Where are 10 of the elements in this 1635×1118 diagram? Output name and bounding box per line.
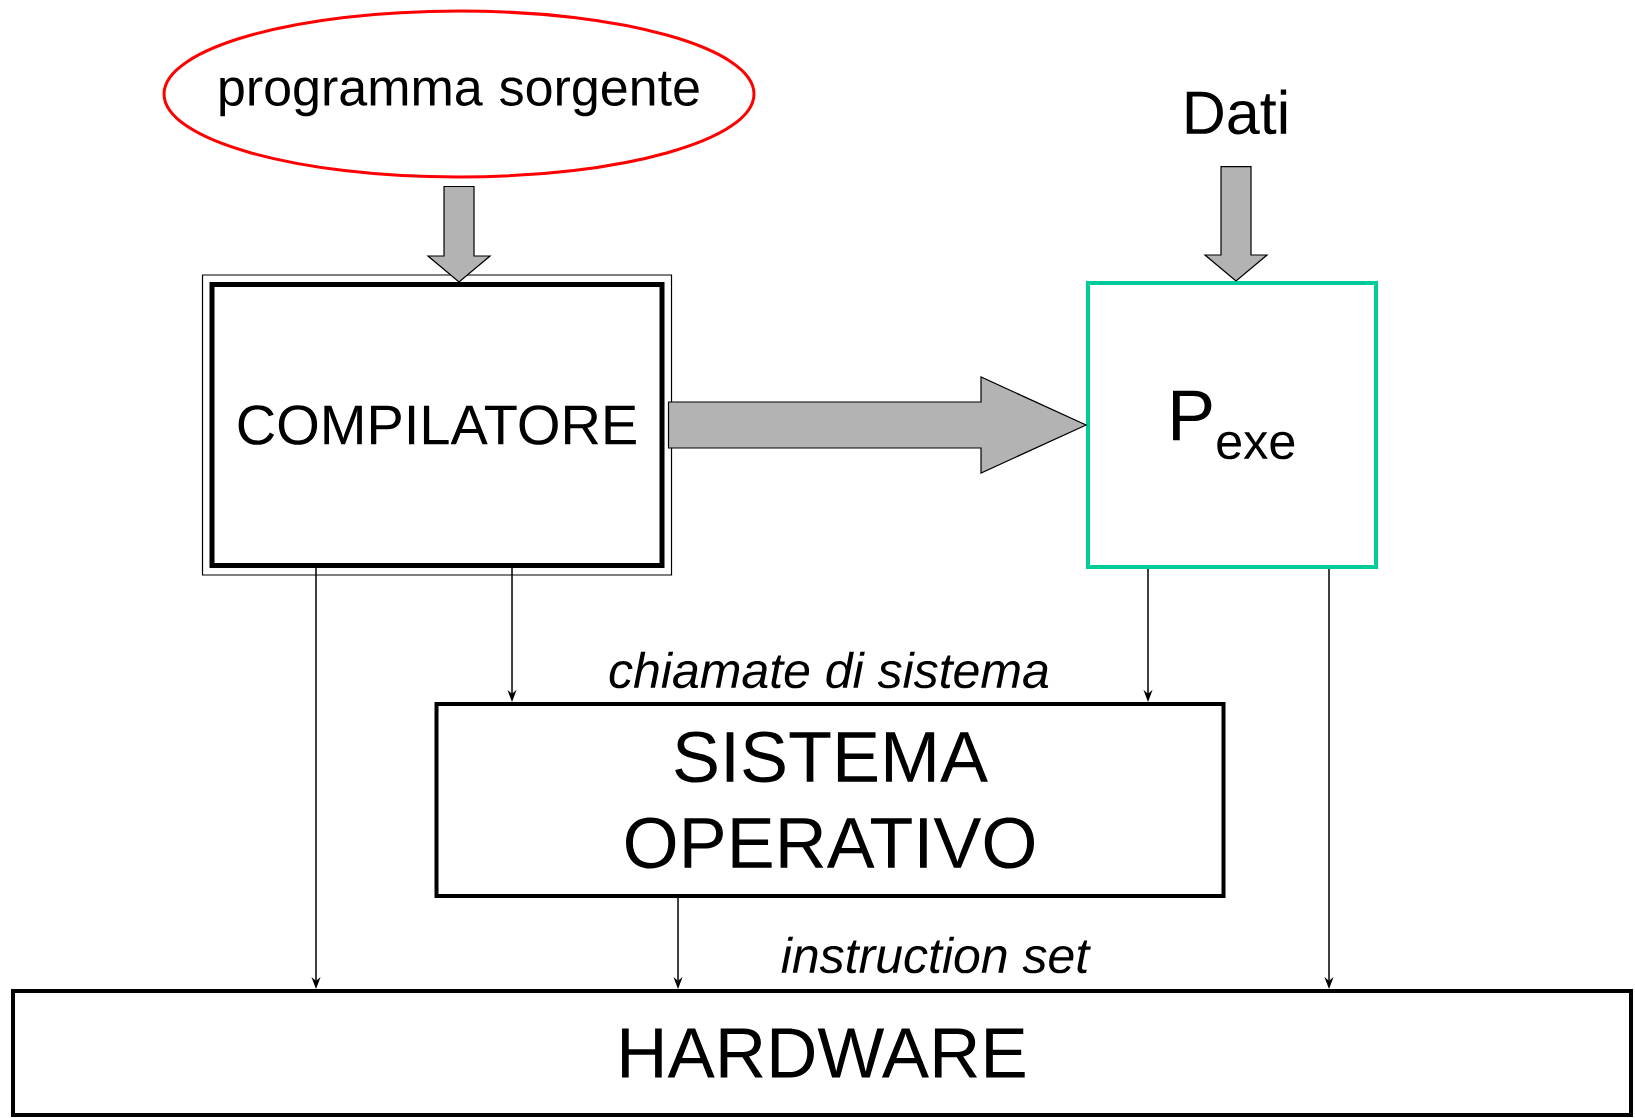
interface-label: instruction set: [781, 936, 1091, 974]
block-arrow: [667, 376, 1088, 474]
process-box: P$_{exe}$: [1086, 281, 1378, 569]
block-arrow: [426, 185, 492, 283]
input-text: Dati: [1186, 89, 1287, 135]
process-box: COMPILATORE: [201, 274, 673, 576]
process-box: HARDWARE: [11, 989, 1633, 1117]
process-box: SISTEMA OPERATIVO: [434, 702, 1226, 898]
block-arrow: [1203, 166, 1269, 282]
interface-label: chiamate di sistema: [609, 651, 1049, 689]
